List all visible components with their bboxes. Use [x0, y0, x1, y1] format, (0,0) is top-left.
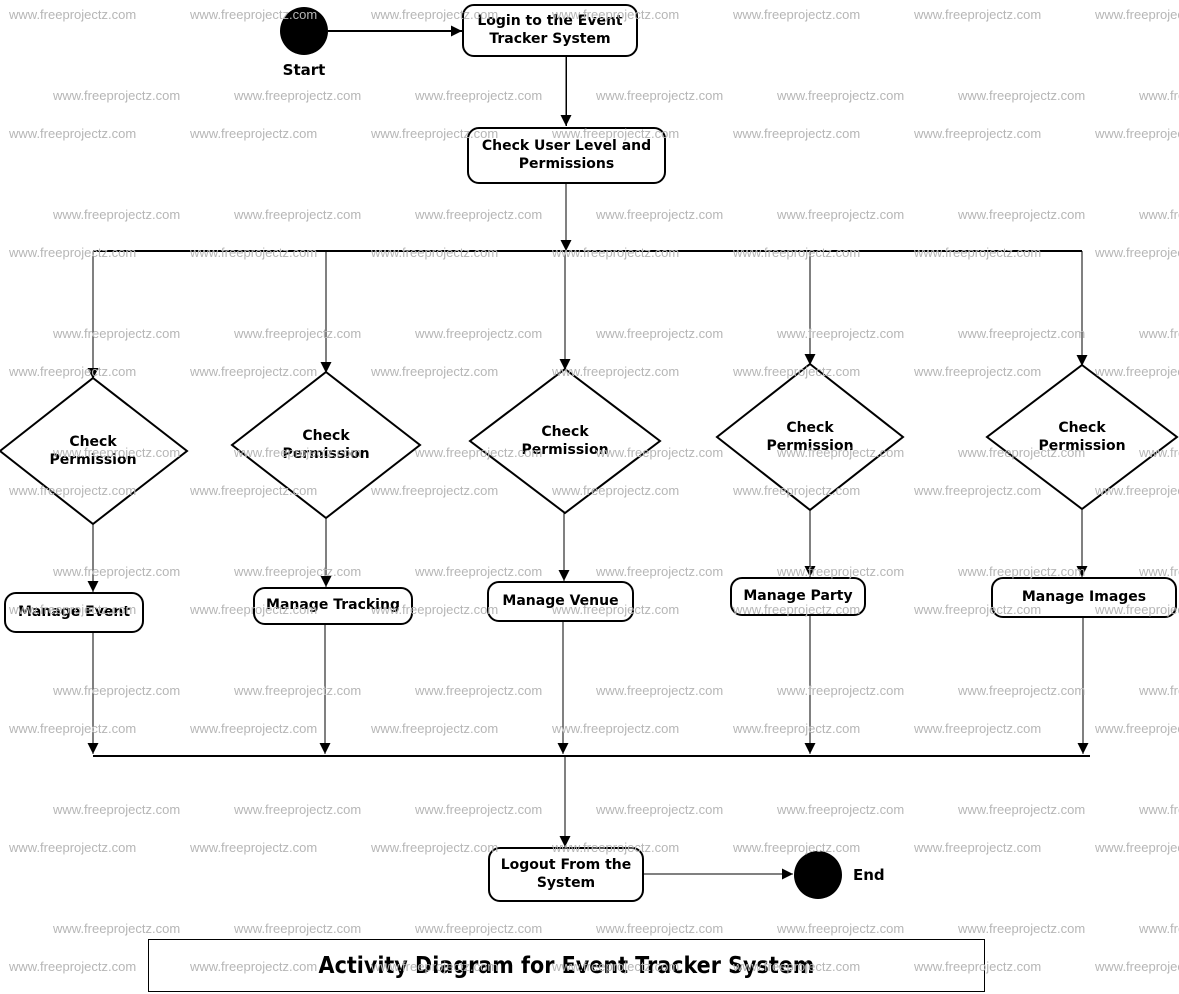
- edge-logout-to-end-arrowhead-icon: [782, 868, 793, 880]
- activity-logout: Logout From the System: [488, 847, 644, 902]
- edge-fork-to-decision-2-arrowhead-icon: [320, 362, 332, 373]
- activity-check-user-level: Check User Level and Permissions: [467, 127, 666, 184]
- decision-label-4: Check Permission: [766, 420, 854, 454]
- start-node-circle: [280, 7, 328, 55]
- decision-diamond-5: [985, 363, 1179, 511]
- activity-manage-event: Manage Event: [4, 592, 144, 633]
- decision-diamond-1: [0, 376, 189, 526]
- edge-action-4-to-merge-arrowhead-icon: [804, 743, 816, 754]
- edge-decision-3-to-action-3-arrowhead-icon: [558, 570, 570, 581]
- edge-decision-2-to-action-2-arrowhead-icon: [320, 576, 332, 587]
- edge-fork-to-decision-5-arrowhead-icon: [1076, 355, 1088, 366]
- decision-label-1: Check Permission: [49, 434, 137, 468]
- edge-action-1-to-merge-arrowhead-icon: [87, 743, 99, 754]
- decision-label-5: Check Permission: [1038, 420, 1126, 454]
- edge-login-to-check-user-arrowhead-icon: [560, 115, 572, 126]
- end-node-circle: [794, 851, 842, 899]
- decision-label-2: Check Permission: [282, 428, 370, 462]
- edge-decision-1-to-action-1-arrowhead-icon: [87, 581, 99, 592]
- activity-manage-party: Manage Party: [730, 577, 866, 616]
- edge-start-to-login-arrowhead-icon: [451, 25, 462, 37]
- edge-action-3-to-merge-arrowhead-icon: [557, 743, 569, 754]
- edge-check-user-to-fork-arrowhead-icon: [560, 240, 572, 251]
- edge-fork-to-decision-4-arrowhead-icon: [804, 354, 816, 365]
- edge-decision-4-to-action-4-arrowhead-icon: [804, 566, 816, 577]
- edge-decision-5-to-action-5-arrowhead-icon: [1076, 566, 1088, 577]
- diagram-title: Activity Diagram for Event Tracker Syste…: [318, 952, 815, 979]
- activity-manage-tracking: Manage Tracking: [253, 587, 413, 625]
- decision-diamond-2: [230, 370, 422, 520]
- edge-fork-to-decision-1-arrowhead-icon: [87, 368, 99, 379]
- diagram-title-box: Activity Diagram for Event Tracker Syste…: [148, 939, 985, 992]
- edge-action-5-to-merge-arrowhead-icon: [1077, 743, 1089, 754]
- edge-merge-to-logout-arrowhead-icon: [559, 836, 571, 847]
- end-label: End: [853, 866, 885, 884]
- activity-manage-images: Manage Images: [991, 577, 1177, 618]
- decision-diamond-4: [715, 362, 905, 512]
- decision-diamond-3: [468, 367, 662, 515]
- edge-action-2-to-merge-arrowhead-icon: [319, 743, 331, 754]
- decision-label-3: Check Permission: [521, 424, 609, 458]
- activity-manage-venue: Manage Venue: [487, 581, 634, 622]
- start-label: Start: [282, 61, 326, 79]
- activity-login: Login to the Event Tracker System: [462, 4, 638, 57]
- edge-fork-to-decision-3-arrowhead-icon: [559, 359, 571, 370]
